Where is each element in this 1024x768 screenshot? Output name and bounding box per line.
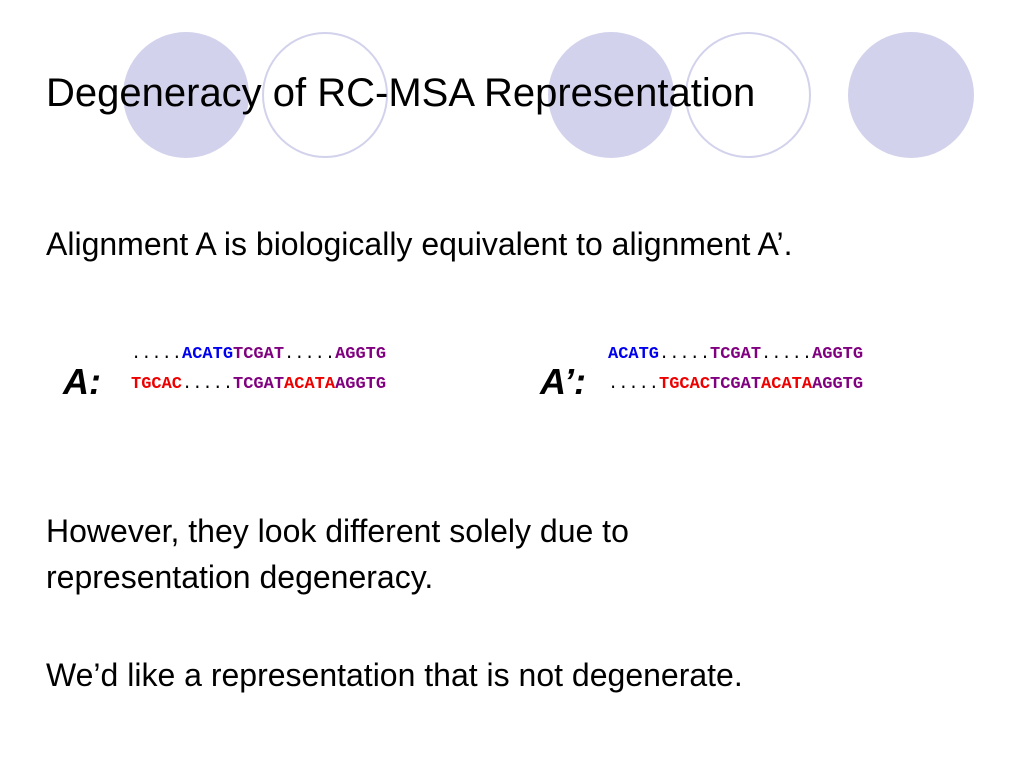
sequence-segment: TCGAT [233, 345, 285, 364]
sequence-gap: ..... [131, 345, 183, 364]
sequence-gap: ..... [761, 345, 813, 364]
sequence-segment: ACATG [182, 345, 234, 364]
sequence-gap: ..... [608, 375, 660, 394]
sequence-segment: TCGAT [710, 375, 762, 394]
decorative-circle-ring [262, 32, 388, 158]
sequence-segment: TGCAC [659, 375, 711, 394]
decorative-circle-filled [123, 32, 249, 158]
sequence-segment: AGGTG [335, 345, 387, 364]
alignment-a-prime-row-1: ACATG.....TCGAT.....AGGTG [608, 344, 863, 365]
decorative-circle-ring [685, 32, 811, 158]
decorative-circle-filled [848, 32, 974, 158]
decorative-circle-filled [548, 32, 674, 158]
sequence-segment: AGGTG [812, 375, 864, 394]
sequence-gap: ..... [182, 375, 234, 394]
alignment-a-prime-label: A’: [540, 361, 587, 402]
sequence-gap: ..... [659, 345, 711, 364]
sequence-segment: AGGTG [335, 375, 387, 394]
alignment-a-row-2: TGCAC.....TCGATACATAAGGTG [131, 374, 386, 395]
sequence-segment: AGGTG [812, 345, 864, 364]
alignment-a-row-1: .....ACATGTCGAT.....AGGTG [131, 344, 386, 365]
alignment-a-prime-row-2: .....TGCACTCGATACATAAGGTG [608, 374, 863, 395]
body-text-degeneracy-2: representation degeneracy. [46, 559, 434, 595]
sequence-gap: ..... [284, 345, 336, 364]
sequence-segment: TCGAT [233, 375, 285, 394]
body-text-degeneracy-1: However, they look different solely due … [46, 513, 629, 549]
sequence-segment: ACATA [284, 375, 336, 394]
sequence-segment: ACATA [761, 375, 813, 394]
sequence-segment: TCGAT [710, 345, 762, 364]
alignment-a-label: A: [63, 361, 101, 402]
sequence-segment: TGCAC [131, 375, 183, 394]
body-text-goal: We’d like a representation that is not d… [46, 657, 743, 693]
sequence-segment: ACATG [608, 345, 660, 364]
body-text-equivalence: Alignment A is biologically equivalent t… [46, 226, 793, 262]
slide-title: Degeneracy of RC-MSA Representation [46, 71, 756, 115]
